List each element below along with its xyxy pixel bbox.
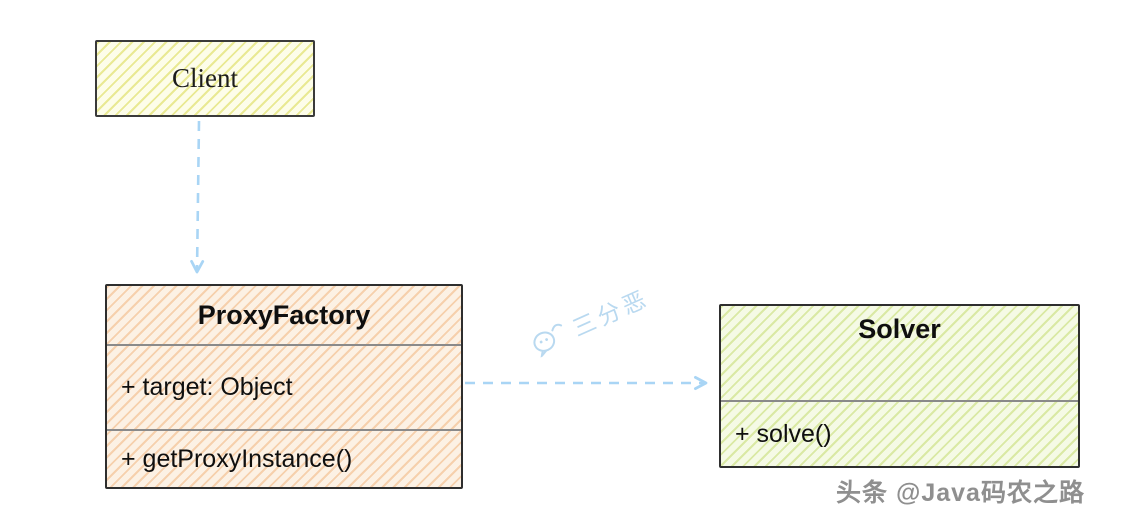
proxyfactory-node: ProxyFactory + target: Object + getProxy… bbox=[105, 284, 463, 489]
proxyfactory-attribute-target: + target: Object bbox=[107, 346, 461, 431]
solver-title: Solver bbox=[721, 306, 1078, 402]
client-to-proxyfactory-arrow bbox=[190, 120, 205, 274]
proxyfactory-title: ProxyFactory bbox=[107, 286, 461, 346]
client-node: Client bbox=[95, 40, 315, 117]
credit-text: 头条 @Java码农之路 bbox=[836, 479, 1085, 507]
proxyfactory-method-getproxyinstance: + getProxyInstance() bbox=[121, 444, 353, 473]
solver-node: Solver + solve() bbox=[719, 304, 1080, 468]
solver-method-solve: + solve() bbox=[735, 419, 832, 448]
watermark-text: 三分恶 bbox=[568, 284, 654, 342]
chat-doodle-icon bbox=[533, 323, 563, 360]
client-label: Client bbox=[172, 63, 238, 93]
watermark: 三分恶 bbox=[524, 279, 654, 362]
